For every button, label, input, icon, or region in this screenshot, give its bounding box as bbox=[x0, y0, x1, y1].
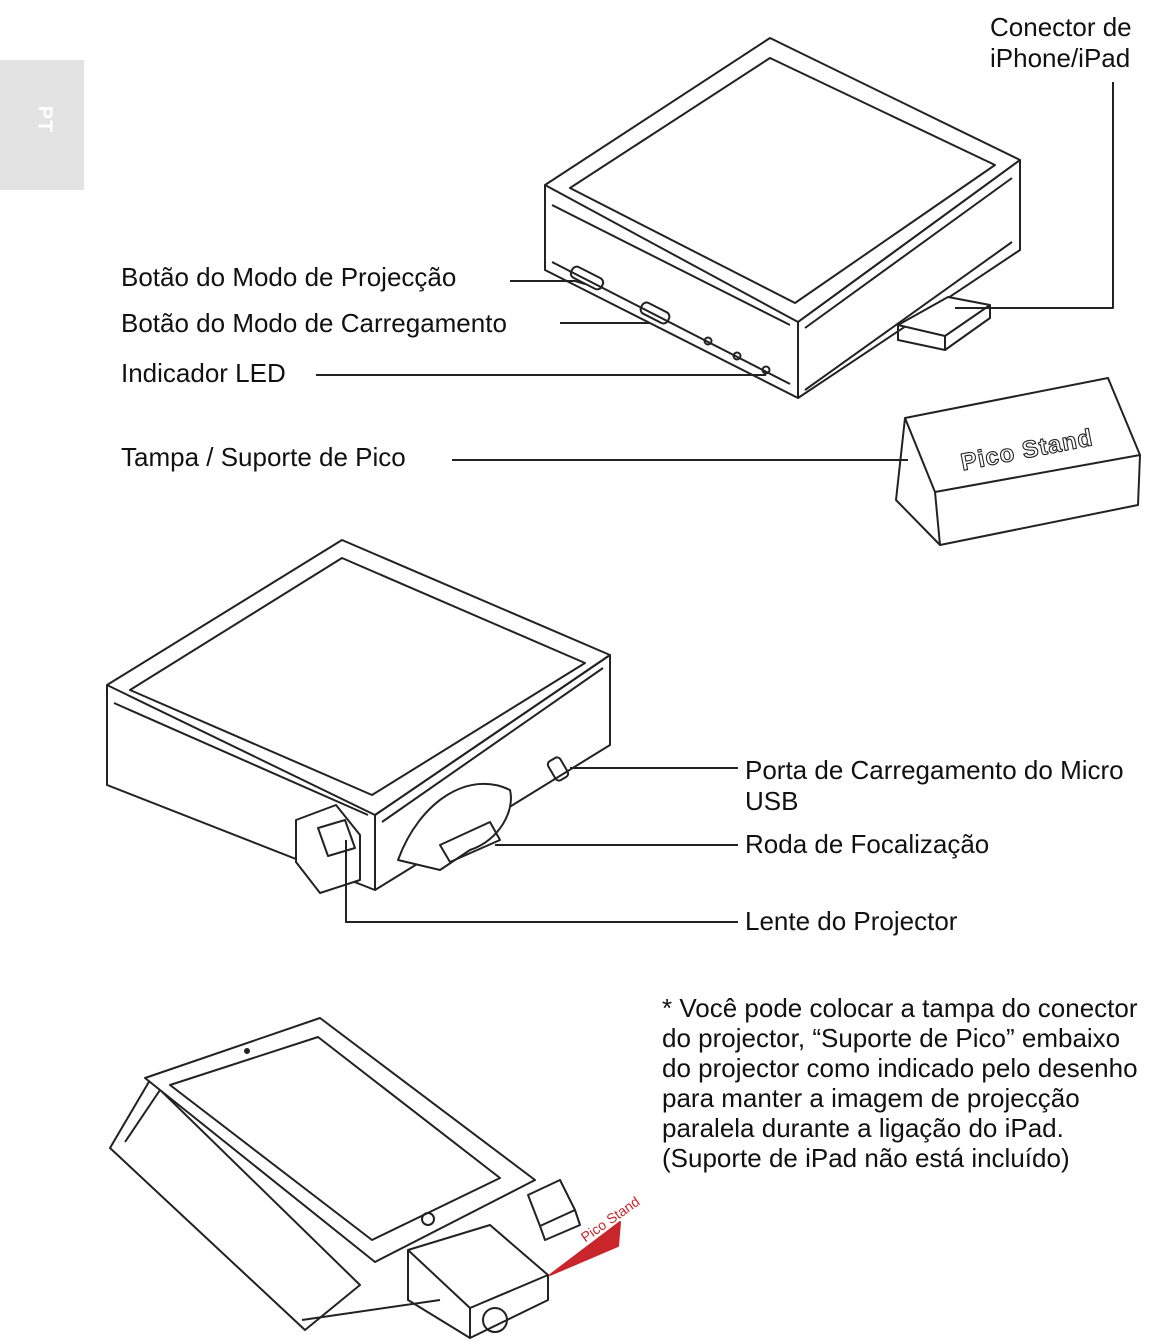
mini-stand-cap bbox=[527, 1179, 576, 1227]
led-dot-1 bbox=[703, 336, 713, 346]
usage-note: * Você pode colocar a tampa do conector … bbox=[662, 993, 1138, 1173]
language-tab: PT bbox=[0, 60, 84, 190]
projector-side-view bbox=[106, 539, 611, 894]
label-charging-button: Botão do Modo de Carregamento bbox=[121, 308, 507, 338]
led-dot-2 bbox=[732, 351, 742, 361]
projector-top-view bbox=[544, 37, 1021, 399]
leader-projection bbox=[510, 280, 586, 285]
projector-lens bbox=[295, 804, 361, 894]
stand-arrow bbox=[549, 1221, 621, 1276]
leader-lens bbox=[345, 840, 738, 923]
pico-stand-cap: Pico Stand bbox=[895, 377, 1141, 546]
mini-projector bbox=[407, 1224, 549, 1309]
label-focus-wheel: Roda de Focalização bbox=[745, 829, 990, 859]
iphone-connector bbox=[897, 296, 991, 337]
label-led: Indicador LED bbox=[121, 358, 286, 388]
label-connector: Conector de iPhone/iPad bbox=[990, 12, 1132, 73]
focus-wheel[interactable] bbox=[439, 821, 501, 863]
label-lens: Lente do Projector bbox=[745, 906, 958, 936]
led-indicator bbox=[761, 365, 771, 375]
leader-lines bbox=[316, 82, 1114, 923]
label-projection-button: Botão do Modo de Projecção bbox=[121, 262, 457, 292]
leader-connector bbox=[955, 82, 1114, 309]
micro-usb-port[interactable] bbox=[546, 756, 570, 782]
ipad-body bbox=[144, 1017, 536, 1263]
ipad-stand-case bbox=[109, 1079, 361, 1331]
label-micro-usb: Porta de Carregamento do Micro USB bbox=[745, 755, 1124, 816]
ipad-setup-illustration: Pico Stand bbox=[109, 1017, 642, 1339]
charging-mode-button[interactable] bbox=[639, 301, 671, 325]
label-cover: Tampa / Suporte de Pico bbox=[121, 442, 406, 472]
